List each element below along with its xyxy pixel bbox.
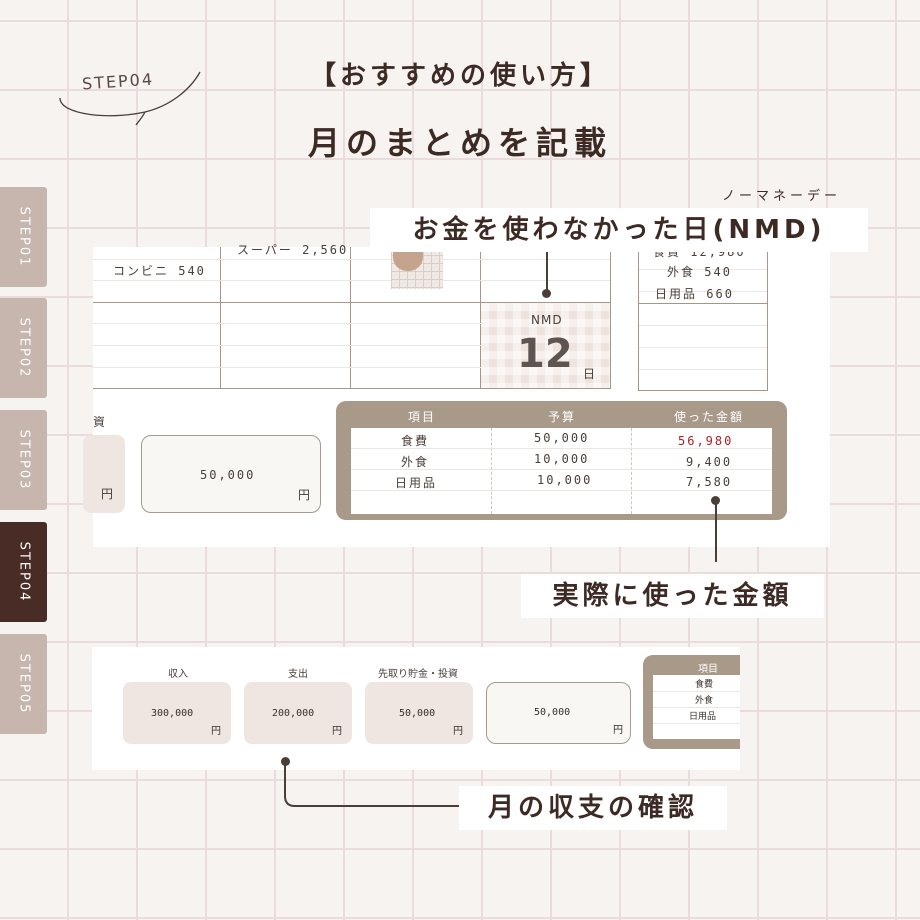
balance-label: 収入 — [168, 669, 188, 680]
nmd-unit: 日 — [583, 367, 598, 381]
category-list-box: 食費 12,980 外食 540 日用品 660 — [638, 245, 768, 391]
balance-remaining-pill: 50,000 円 — [486, 682, 631, 744]
table-row-budget: 10,000 — [537, 473, 593, 487]
nmd-pointer-dot — [542, 289, 551, 298]
balance-pointer-dot — [281, 757, 290, 766]
calendar-panel: スーパー 2,560 コンビニ 540 NMD 12 日 食費 12,980 外… — [83, 243, 830, 547]
balance-label: 先取り貯金・投資 — [378, 669, 458, 680]
expense-pill: 200,000 円 — [244, 682, 352, 744]
income-value: 300,000 — [151, 708, 194, 719]
tab-step05[interactable]: STEP05 — [0, 634, 47, 734]
savings-pill-partial: 円 — [83, 435, 125, 513]
nmd-ruby: ノーマネーデー — [722, 189, 842, 204]
balance-label: 支出 — [288, 669, 308, 680]
mini-table-body: 食費 外食 日用品 — [653, 675, 740, 739]
income-pill: 300,000 円 — [123, 682, 231, 744]
tab-step02[interactable]: STEP02 — [0, 298, 47, 398]
tab-step03[interactable]: STEP03 — [0, 410, 47, 510]
mini-table-row: 外食 — [695, 696, 714, 706]
table-row-budget: 50,000 — [534, 431, 590, 445]
nmd-label: NMD — [531, 313, 563, 327]
mini-budget-table: 項目 食費 外食 日用品 — [643, 655, 740, 749]
nmd-count: 12 — [517, 331, 573, 377]
income-unit: 円 — [211, 726, 221, 737]
remaining-pill: 50,000 円 — [141, 435, 321, 513]
tab-label: STEP04 — [16, 541, 31, 603]
table-body: 食費 50,000 56,980 外食 10,000 9,400 日用品 10,… — [351, 428, 772, 514]
table-header: 使った金額 — [674, 410, 745, 424]
tab-label: STEP05 — [16, 653, 31, 715]
table-row-item: 食費 — [401, 434, 430, 448]
balance-panel: 収入 支出 先取り貯金・投資 300,000 円 200,000 円 50,00… — [92, 647, 740, 770]
remaining-unit: 円 — [298, 488, 313, 502]
nmd-pointer-line — [546, 252, 548, 292]
step-badge-swoosh — [59, 71, 201, 126]
balance-remaining-value: 50,000 — [534, 707, 571, 718]
mini-table-row: 日用品 — [689, 712, 717, 722]
nmd-cell: NMD 12 日 — [481, 303, 610, 388]
actual-pointer-dot — [711, 496, 720, 505]
savings-value: 50,000 — [399, 708, 436, 719]
savings-unit: 円 — [453, 726, 463, 737]
tab-label: STEP02 — [16, 317, 31, 379]
mini-table-row: 食費 — [695, 680, 714, 690]
nmd-callout: お金を使わなかった日(NMD) — [370, 208, 868, 252]
calendar-entry: コンビニ 540 — [113, 264, 206, 278]
actual-pointer-line — [715, 502, 717, 562]
mini-table-header: 項目 — [698, 664, 718, 675]
expense-unit: 円 — [332, 726, 342, 737]
page-subtitle: 月のまとめを記載 — [307, 124, 612, 162]
savings-label-fragment: 資 — [93, 415, 108, 429]
savings-pill: 50,000 円 — [365, 682, 473, 744]
remaining-value: 50,000 — [200, 468, 256, 482]
balance-callout: 月の収支の確認 — [459, 786, 727, 830]
actual-amount-callout: 実際に使った金額 — [521, 574, 824, 618]
table-row-budget: 10,000 — [534, 452, 590, 466]
table-header: 項目 — [408, 410, 437, 424]
tab-label: STEP01 — [16, 206, 31, 268]
balance-remaining-unit: 円 — [613, 725, 623, 736]
table-row-spent: 9,400 — [686, 455, 733, 469]
category-row: 日用品 660 — [655, 287, 734, 301]
table-row-spent-over: 56,980 — [678, 434, 734, 448]
tab-step04[interactable]: STEP04 — [0, 522, 47, 622]
category-row: 外食 540 — [667, 265, 732, 279]
table-row-spent: 7,580 — [686, 475, 733, 489]
table-row-item: 外食 — [401, 455, 430, 469]
balance-pointer-line — [284, 762, 462, 807]
table-header: 予算 — [548, 410, 577, 424]
expense-value: 200,000 — [272, 708, 315, 719]
tab-label: STEP03 — [16, 429, 31, 491]
calendar-entry: スーパー 2,560 — [237, 243, 349, 257]
tab-step01[interactable]: STEP01 — [0, 187, 47, 287]
table-row-item: 日用品 — [395, 476, 438, 490]
savings-pill-unit: 円 — [101, 487, 116, 501]
page-title: 【おすすめの使い方】 — [309, 61, 610, 91]
